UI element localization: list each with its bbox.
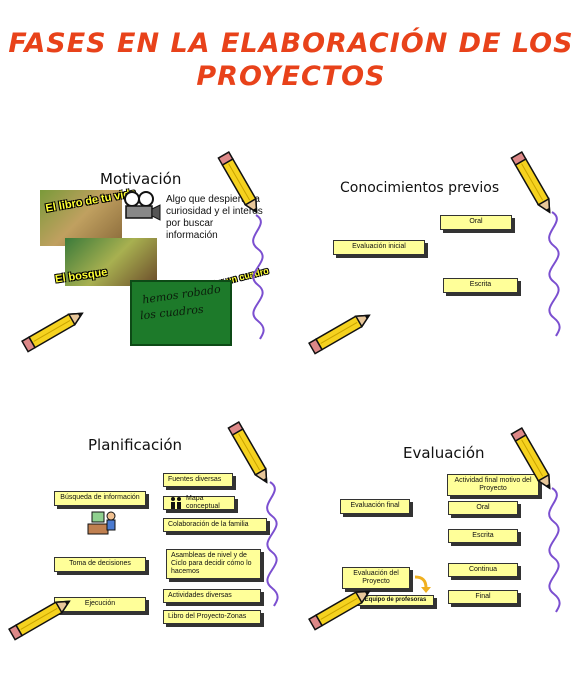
- page-title: FASES EN LA ELABORACIÓN DE LOS PROYECTOS: [0, 28, 582, 92]
- photo-bosque: [65, 238, 157, 286]
- curved-arrow-icon: [414, 575, 431, 593]
- toma-decisiones-box: Toma de decisiones: [54, 557, 146, 572]
- eval-escrita-box: Escrita: [448, 529, 518, 543]
- evaluacion-proyecto-box: Evaluación del Proyecto: [342, 567, 410, 589]
- escrita-box: Escrita: [443, 278, 518, 293]
- pencil-icon: [308, 585, 373, 631]
- evaluacion-final-box: Evaluación final: [340, 499, 410, 514]
- motivacion-heading: Motivación: [100, 170, 182, 188]
- photo-libro: [40, 190, 122, 246]
- actividad-final-box: Actividad final motivo del Proyecto: [447, 474, 539, 496]
- eval-oral-box: Oral: [448, 501, 518, 515]
- fuentes-box: Fuentes diversas: [163, 473, 233, 487]
- chalkboard: [130, 280, 232, 346]
- squiggle-decoration: [548, 487, 561, 613]
- asambleas-box: Asambleas de nivel y de Ciclo para decid…: [166, 549, 261, 579]
- title-line-1: FASES EN LA ELABORACIÓN DE LOS: [8, 28, 574, 59]
- equipo-profesoras-label: Equipo de profesoras: [364, 597, 427, 604]
- pencil-icon: [308, 309, 373, 355]
- motivacion-description: Algo que despierte la curiosidad y el in…: [166, 194, 263, 241]
- pencil-icon: [8, 595, 73, 641]
- actividades-box: Actividades diversas: [163, 589, 261, 603]
- planificacion-heading: Planificación: [88, 436, 183, 454]
- squiggle-decoration: [266, 481, 279, 607]
- evaluacion-inicial-box: Evaluación inicial: [333, 240, 425, 255]
- title-line-2: PROYECTOS: [196, 61, 386, 92]
- eval-final-box: Final: [448, 590, 518, 604]
- people-icon: [171, 497, 181, 509]
- mapa-conceptual-box: Mapa conceptual: [163, 494, 235, 510]
- colaboracion-box: Colaboración de la familia: [163, 518, 267, 532]
- conocimientos-heading: Conocimientos previos: [340, 180, 500, 196]
- eval-continua-box: Continua: [448, 563, 518, 577]
- pencil-icon: [21, 307, 86, 353]
- evaluacion-heading: Evaluación: [403, 444, 485, 462]
- computer-kid-icon: [87, 511, 116, 535]
- libro-proyecto-box: Libro del Proyecto-Zonas: [163, 610, 261, 624]
- mapa-conceptual-label: Mapa conceptual: [186, 494, 220, 510]
- projector-icon: [124, 191, 161, 221]
- squiggle-decoration: [548, 211, 561, 337]
- oral-box: Oral: [440, 215, 512, 230]
- squiggle-decoration: [252, 214, 265, 340]
- busqueda-box: Búsqueda de información: [54, 491, 146, 506]
- ejecucion-box: Ejecución: [54, 597, 146, 612]
